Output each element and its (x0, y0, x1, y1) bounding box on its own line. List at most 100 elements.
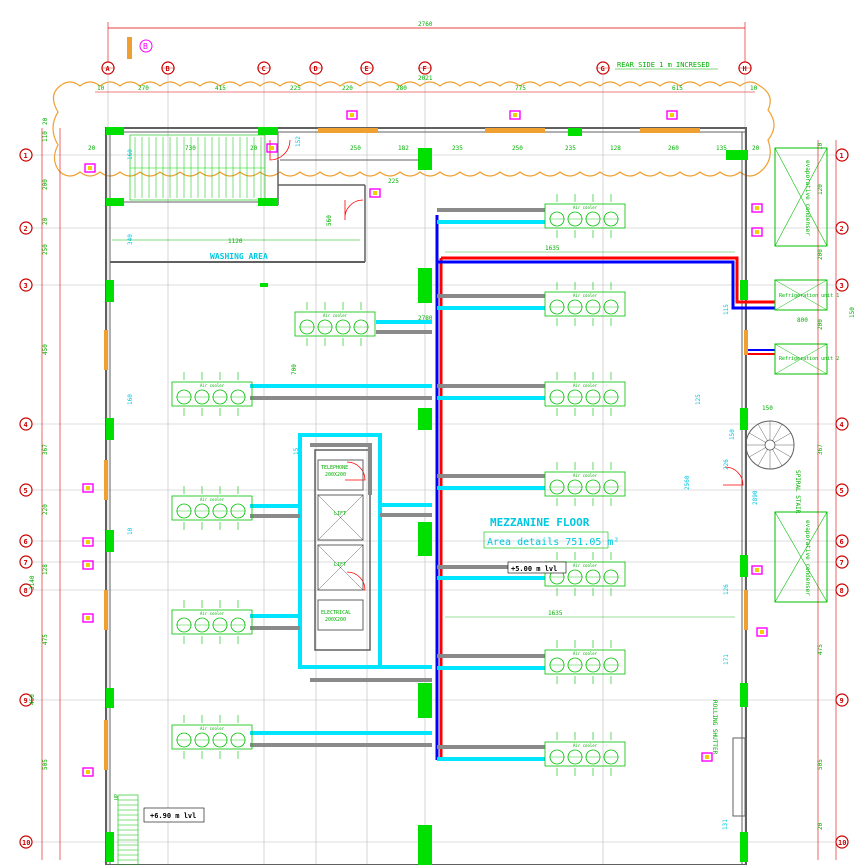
grid-number-5: 5 (840, 487, 844, 495)
grid-axis-bubble: 6 (835, 534, 849, 548)
column (258, 198, 278, 206)
inner-dim-value: 171 (723, 654, 730, 665)
column (740, 683, 748, 707)
window-strip (104, 590, 108, 630)
grid-number-9: 9 (24, 697, 28, 705)
grid-number-8: 8 (840, 587, 844, 595)
dim-225: 225 (388, 178, 399, 185)
fixture-core (86, 616, 90, 620)
column (106, 280, 114, 302)
grid-number-7: 7 (24, 559, 28, 567)
fixture-core (86, 563, 90, 567)
svg-text:Air cooler: Air cooler (573, 743, 598, 748)
duct-dimensions: 1635 1635 700 2780 225 560 (291, 178, 735, 618)
fixture-core (755, 206, 759, 210)
left-dim-value: 367 (42, 444, 49, 455)
left-dim-value: 220 (42, 504, 49, 515)
air-cooler-unit: Air cooler (544, 372, 626, 416)
svg-text:Air cooler: Air cooler (200, 611, 225, 616)
dim-2780: 2780 (418, 315, 433, 322)
fixture-tag (82, 767, 94, 777)
grid-letter-F: F (423, 65, 427, 73)
grid-letter-E: E (365, 65, 369, 73)
svg-text:Air cooler: Air cooler (573, 651, 598, 656)
top-dim-value: 225 (290, 85, 301, 92)
grid-number-6: 6 (24, 538, 28, 546)
air-cooler-unit: Air cooler (544, 282, 626, 326)
dim-150a: 150 (762, 405, 773, 412)
right-dim-value: 367 (817, 444, 824, 455)
window-strip (104, 460, 108, 500)
right-side-equipment: evaporative condenser Refrigeration unit… (684, 147, 856, 817)
column (740, 555, 748, 577)
grid-letter-A: A (106, 65, 111, 73)
column (726, 150, 748, 160)
dim-1635a: 1635 (545, 245, 560, 252)
air-cooler-unit: Air cooler (171, 486, 253, 530)
rolling-shutter-label: ROLLING SHUTTER (711, 700, 718, 755)
grid-axis-bubble: 10 (835, 835, 849, 849)
floor-area: Area details 751.05 m² (487, 537, 619, 548)
fixture-tag (751, 565, 763, 575)
grid-axis-bubble: 1 (835, 148, 849, 162)
left-dim-value: 200 (42, 179, 49, 190)
inner-dim-value: 131 (722, 819, 729, 830)
grid-axis-bubble: C (257, 61, 271, 75)
top-windows (318, 128, 700, 133)
column (418, 825, 432, 865)
top-dim-value: 220 (342, 85, 353, 92)
air-cooler-unit: Air cooler (171, 715, 253, 759)
inner-dim-value: 15 (293, 447, 300, 455)
right-dim-value: 10 (817, 142, 824, 150)
fixture-core (755, 230, 759, 234)
grid-number-2: 2 (840, 225, 844, 233)
top-dim-value: 775 (515, 85, 526, 92)
column (740, 280, 748, 300)
top-dim-value: 615 (672, 85, 683, 92)
svg-text:2021: 2021 (418, 75, 433, 82)
grid-axis-bubble: 1 (19, 148, 33, 162)
grid-axis-bubble: 6 (19, 534, 33, 548)
fixture-core (705, 755, 709, 759)
fixture-core (270, 146, 274, 150)
grid-axis-bubble: 9 (835, 693, 849, 707)
left-dim-value: 128 (42, 564, 49, 575)
second-dim-value: 250 (350, 145, 361, 152)
fixture-tag (701, 752, 713, 762)
window-strip (744, 330, 748, 355)
grid-number-10: 10 (838, 839, 846, 847)
column (418, 683, 432, 718)
inner-dim-value: 152 (295, 136, 302, 147)
level-low: +6.90 m lvl (150, 812, 196, 820)
column (106, 530, 114, 552)
fixture-tag (509, 110, 521, 120)
grid-axis-bubble: 8 (835, 583, 849, 597)
level-mid: +5.00 m lvl (511, 565, 557, 573)
telephone-size: 200X200 (325, 472, 346, 478)
inner-dim-value: 150 (729, 429, 736, 440)
dim-700: 700 (291, 364, 298, 375)
second-dim-value: 235 (565, 145, 576, 152)
inner-dim-value: 160 (127, 149, 134, 160)
fixture-core (86, 486, 90, 490)
column (106, 198, 124, 206)
duct-network (250, 208, 545, 761)
column (740, 408, 748, 430)
inner-dim-value: 160 (127, 394, 134, 405)
spiral-stair-label: SPIRAL STAIR (794, 470, 801, 514)
door-swing-icon (269, 139, 291, 161)
svg-text:Air cooler: Air cooler (573, 383, 598, 388)
dim-2890: 2890 (752, 490, 759, 505)
svg-text:Air cooler: Air cooler (573, 293, 598, 298)
door-swing-icon (723, 466, 744, 486)
right-dim-value: 505 (817, 759, 824, 770)
fixture-tag (82, 537, 94, 547)
second-dim-value: 20 (250, 145, 258, 152)
grid-axis-bubble: E (360, 61, 374, 75)
air-cooler-unit: Air cooler (171, 600, 253, 644)
second-dim-value: 20 (88, 145, 96, 152)
